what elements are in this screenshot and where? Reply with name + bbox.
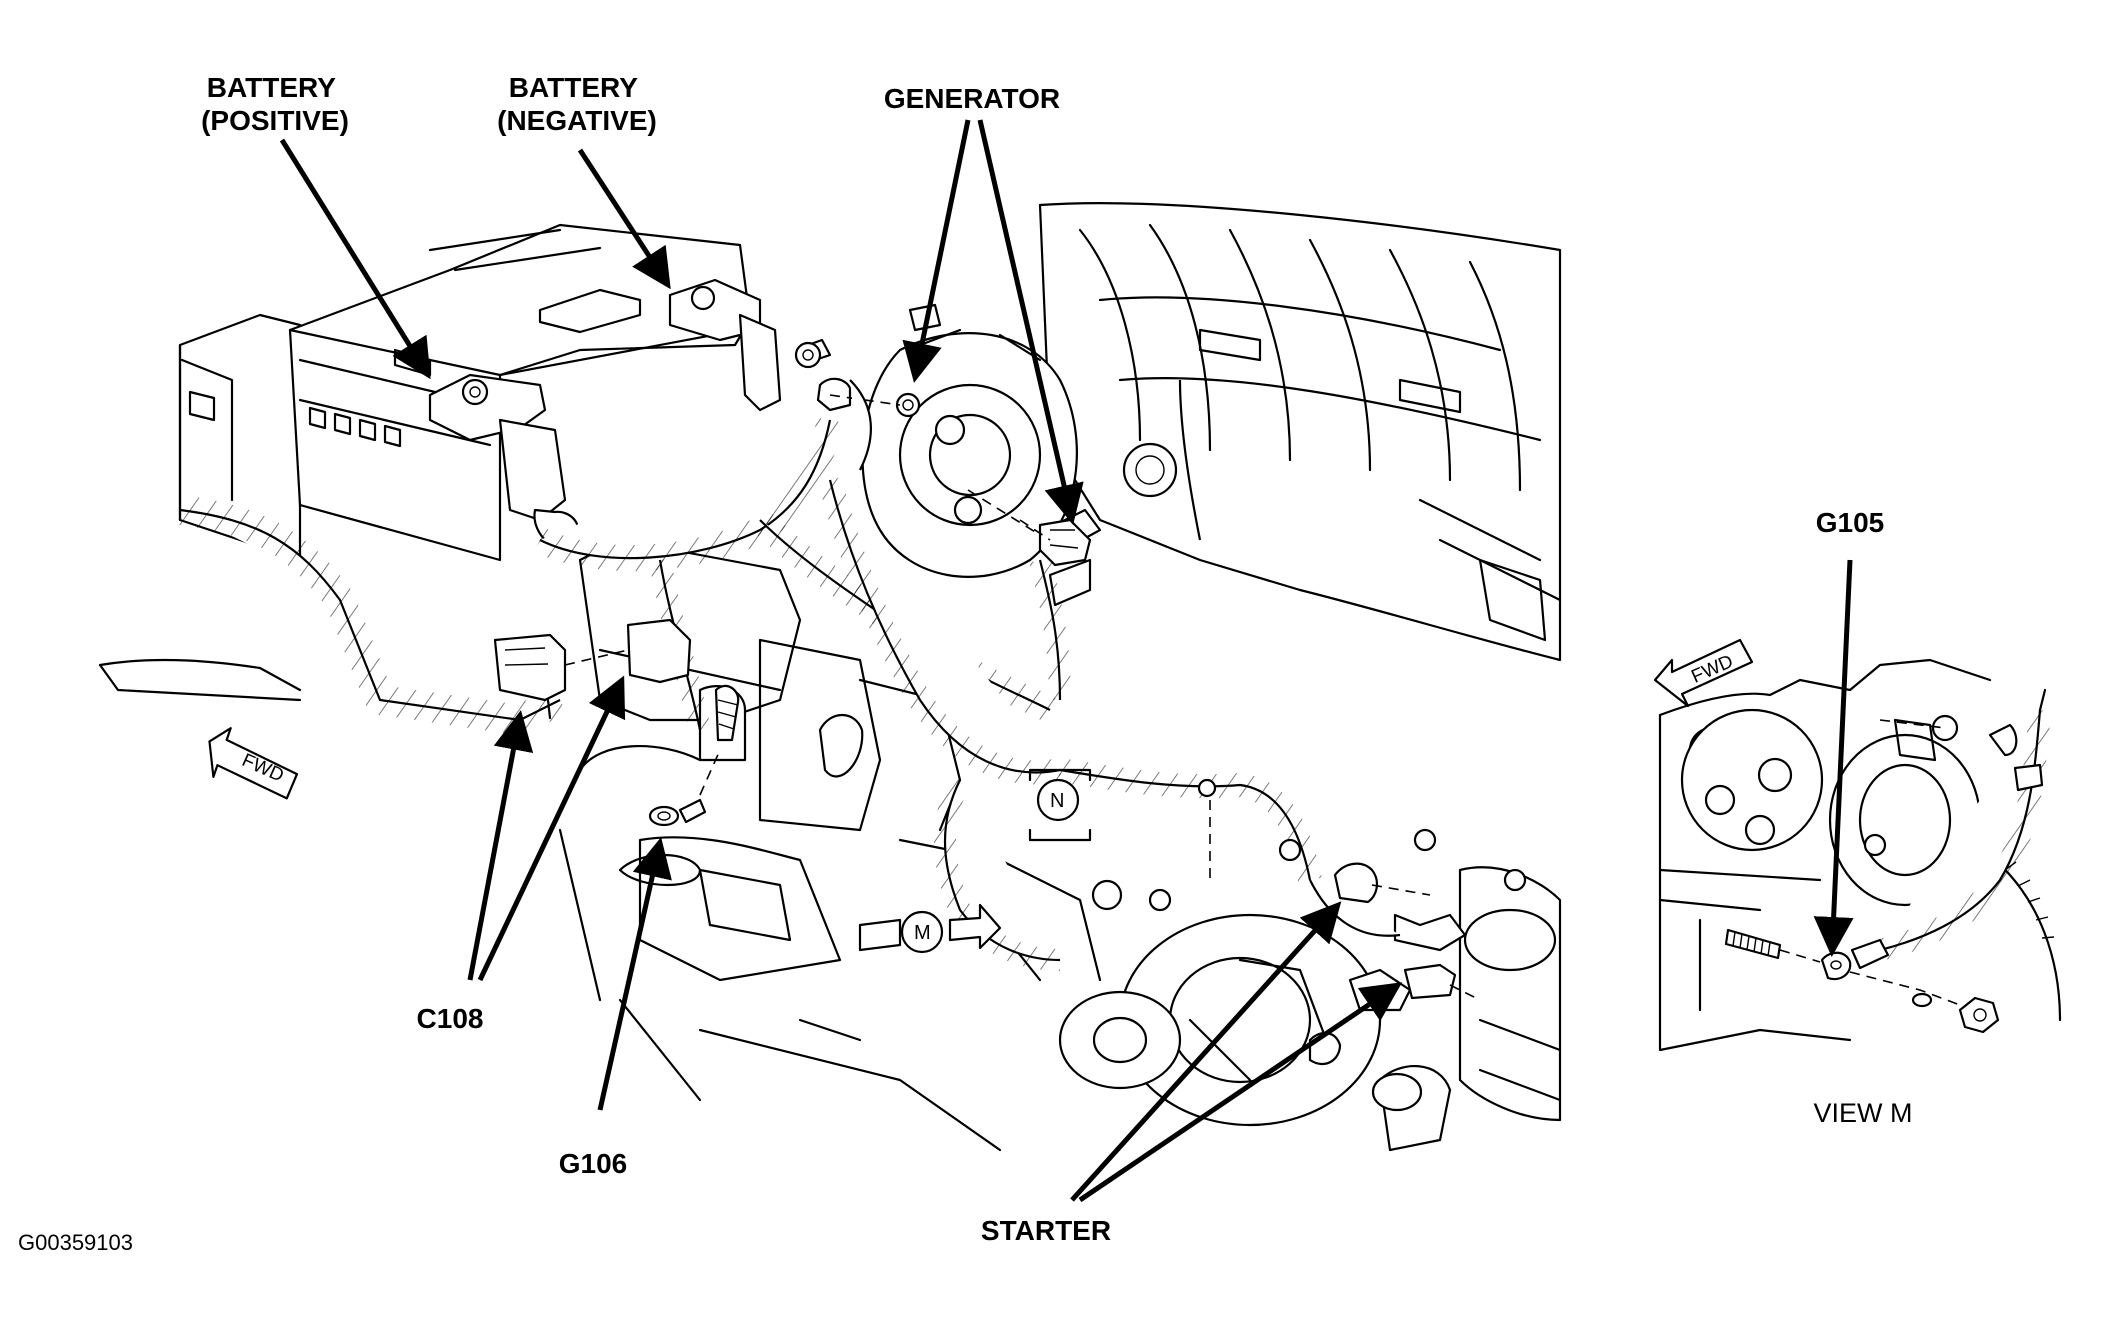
label-battery-positive-line1: BATTERY xyxy=(207,72,336,103)
label-g105: G105 xyxy=(1816,507,1885,538)
cable-tag-n-label: N xyxy=(1050,790,1064,812)
wiring-harness xyxy=(178,379,1401,971)
figure-code: G00359103 xyxy=(18,1230,133,1255)
intake-manifold xyxy=(1038,201,1562,662)
label-g106: G106 xyxy=(559,1148,628,1179)
battery-positive-terminal xyxy=(428,373,580,549)
fwd-arrow-inset: FWD xyxy=(1653,638,1754,708)
fasteners xyxy=(794,341,1527,892)
engine-illustration xyxy=(98,201,1562,1152)
cable-tag-n: N xyxy=(1028,768,1092,842)
label-battery-negative: BATTERY (NEGATIVE) xyxy=(497,72,657,136)
starter-cable-lugs xyxy=(1333,862,1481,1001)
view-m-marker-label: M xyxy=(914,922,931,944)
label-starter: STARTER xyxy=(981,1215,1111,1246)
label-view-m: VIEW M xyxy=(1814,1098,1913,1128)
view-m-marker: M xyxy=(858,903,1002,954)
label-battery-positive-line2: (POSITIVE) xyxy=(201,105,349,136)
label-battery-negative-line2: (NEGATIVE) xyxy=(497,105,657,136)
view-m-inset xyxy=(1658,658,2062,1052)
label-generator: GENERATOR xyxy=(884,83,1060,114)
battery-negative-terminal xyxy=(668,278,782,412)
label-c108: C108 xyxy=(417,1003,484,1034)
fwd-arrow-main: FWD xyxy=(208,727,299,800)
label-battery-positive: BATTERY (POSITIVE) xyxy=(201,72,349,136)
g106-ground xyxy=(618,684,740,886)
crank-pulley xyxy=(1058,879,1382,1127)
c108-connectors xyxy=(493,618,692,720)
leader-arrows xyxy=(279,119,1854,1203)
label-battery-negative-line1: BATTERY xyxy=(509,72,638,103)
